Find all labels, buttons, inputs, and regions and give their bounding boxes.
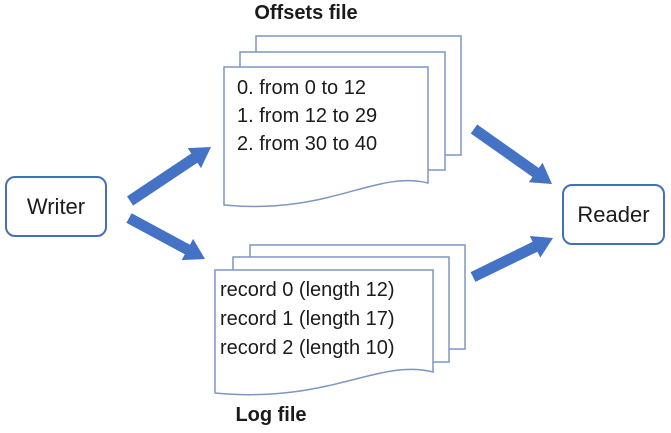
log-line: record 2 (length 10) (220, 337, 395, 359)
offsets-line: 2. from 30 to 40 (237, 133, 378, 155)
reader-node: Reader (562, 184, 665, 245)
log-line: record 0 (length 12) (220, 279, 395, 301)
offsets-page-front (223, 66, 429, 208)
log-page-front (214, 269, 434, 396)
offsets-file-stack (223, 35, 462, 208)
offsets-file-title: Offsets file (254, 2, 358, 24)
offsets-line: 1. from 12 to 29 (237, 105, 378, 127)
arrow-writer-to-log (126, 213, 205, 261)
log-file-stack (214, 244, 466, 396)
reader-label: Reader (577, 201, 650, 227)
arrow-offsets-to-reader (470, 124, 552, 184)
log-file-title: Log file (235, 404, 307, 426)
arrow-log-to-reader (470, 236, 553, 282)
offsets-line: 0. from 0 to 12 (237, 77, 366, 99)
writer-label: Writer (26, 193, 86, 219)
log-line: record 1 (length 17) (220, 308, 395, 330)
offsets-file-lines: 0. from 0 to 12 1. from 12 to 29 2. from… (237, 74, 377, 158)
log-file-lines: record 0 (length 12) record 1 (length 17… (220, 276, 395, 363)
writer-node: Writer (5, 176, 107, 237)
arrow-writer-to-offsets (127, 147, 211, 206)
